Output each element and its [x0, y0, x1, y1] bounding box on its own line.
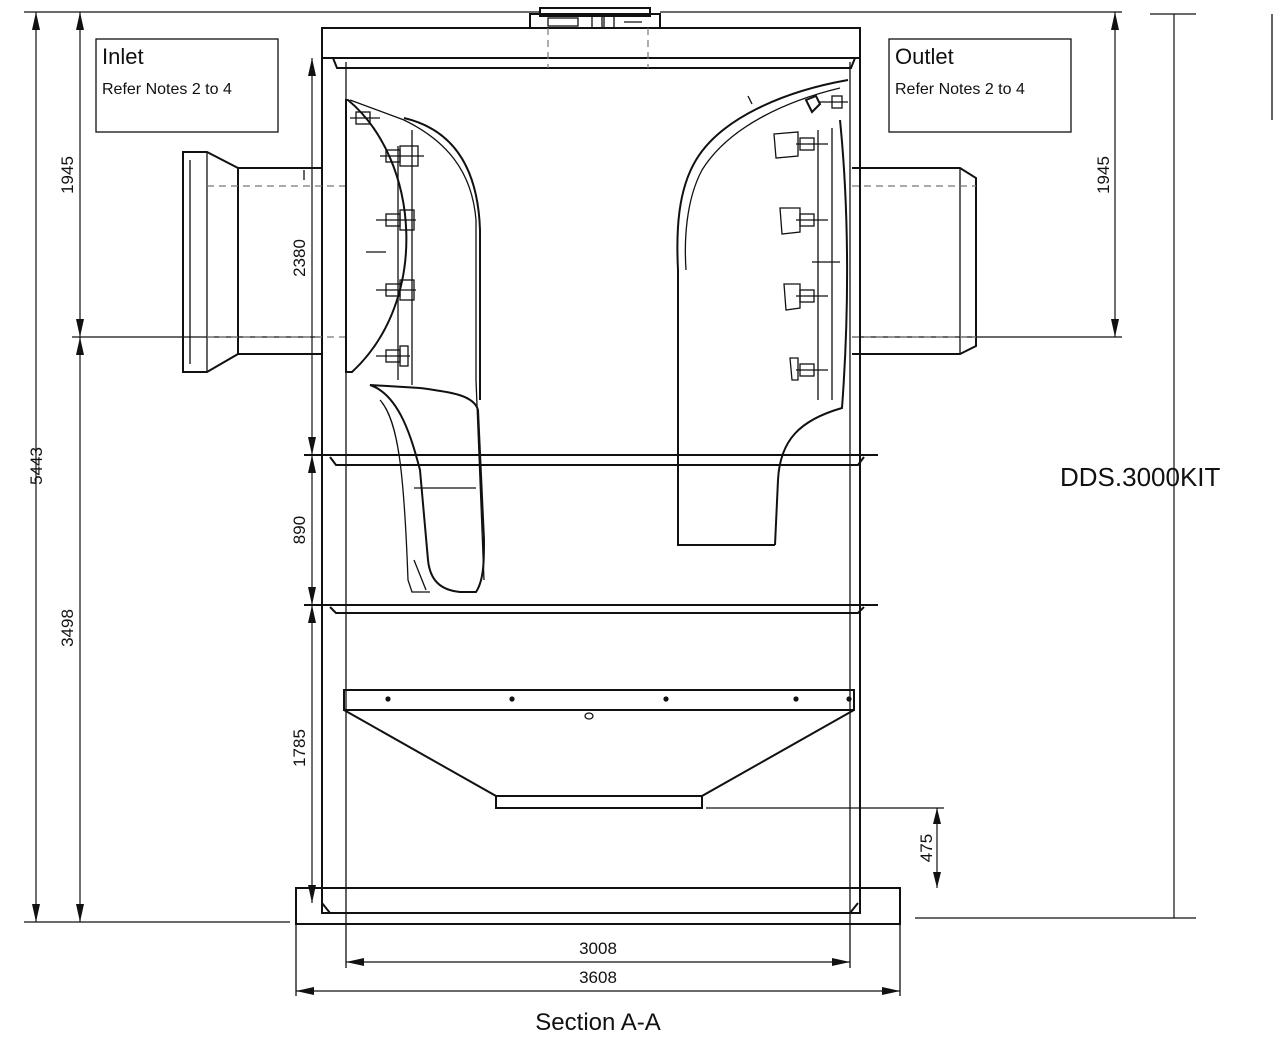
manhole-cover — [529, 7, 661, 68]
model-label: DDS.3000KIT — [1060, 462, 1221, 492]
dim-middle-section: 890 — [290, 455, 316, 605]
outlet-pipe — [852, 167, 977, 355]
dim-inlet-top: 1945 — [58, 12, 84, 337]
dim-base-to-inlet: 3498 — [58, 337, 84, 922]
dim-upper-section-label: 2380 — [290, 239, 309, 277]
dim-outlet-top-label: 1945 — [1094, 156, 1113, 194]
dim-middle-section-label: 890 — [290, 516, 309, 544]
dim-upper-section: 2380 — [290, 58, 316, 455]
outlet-note-box: Outlet Refer Notes 2 to 4 — [888, 38, 1072, 133]
dim-inner-width: 3008 — [345, 913, 851, 968]
dim-overall-height: 5443 — [27, 12, 46, 922]
dim-outlet-top: 1945 — [1094, 12, 1119, 337]
dim-inlet-top-label: 1945 — [58, 156, 77, 194]
outlet-note: Refer Notes 2 to 4 — [895, 81, 1025, 98]
dim-overall-height-label: 5443 — [27, 447, 46, 485]
inlet-title: Inlet — [102, 44, 144, 69]
dim-lower-section-label: 1785 — [290, 729, 309, 767]
outlet-title: Outlet — [895, 44, 954, 69]
inlet-note-box: Inlet Refer Notes 2 to 4 — [95, 38, 279, 133]
inlet-pipe — [182, 151, 346, 373]
dim-base-to-inlet-label: 3498 — [58, 609, 77, 647]
section-caption: Section A-A — [535, 1009, 660, 1036]
extension-lines — [24, 11, 1273, 923]
hopper-baffle — [343, 689, 944, 809]
dim-outer-width: 3608 — [295, 924, 901, 996]
outlet-diverter — [676, 79, 849, 546]
dim-baffle-height-label: 475 — [917, 834, 936, 862]
dim-lower-section: 1785 — [290, 605, 316, 903]
inlet-note: Refer Notes 2 to 4 — [102, 81, 232, 98]
base-slab — [295, 887, 901, 925]
inlet-diverter — [345, 99, 486, 593]
tank-body — [304, 27, 878, 914]
dim-baffle-height: 475 — [917, 808, 941, 888]
dim-outer-width-label: 3608 — [579, 968, 617, 987]
dim-inner-width-label: 3008 — [579, 939, 617, 958]
